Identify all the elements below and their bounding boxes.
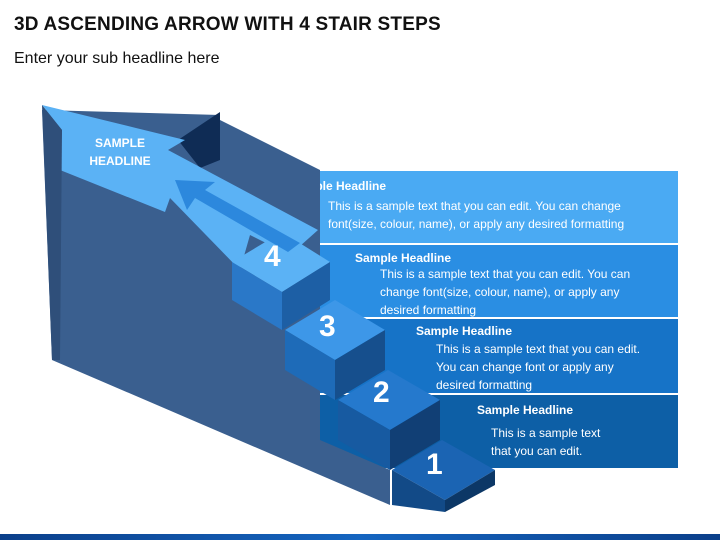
- stair-step-4-top: [232, 232, 330, 292]
- step-1-text-line: This is a sample text: [491, 426, 601, 440]
- step-3-text-line: desired formatting: [380, 303, 477, 317]
- bottom-bar: [0, 534, 720, 540]
- arrow-headline-line: SAMPLE: [94, 136, 145, 150]
- page-title: 3D ASCENDING ARROW WITH 4 STAIR STEPS: [14, 14, 441, 35]
- step-3-panel: Sample Headline This is a sample text th…: [320, 245, 678, 317]
- stair-step-1-top: [392, 440, 495, 500]
- small-arrow-icon: [175, 180, 300, 252]
- step-4-number: 4: [264, 240, 281, 273]
- step-2-headline: Sample Headline: [416, 324, 513, 338]
- step-3-headline: Sample Headline: [355, 251, 452, 265]
- step-2-text-line: desired formatting: [436, 378, 533, 392]
- arrow-headline-line: HEADLINE: [89, 154, 151, 168]
- step-2-text-line: You can change font or apply any: [436, 360, 614, 374]
- step-1-headline: Sample Headline: [477, 403, 574, 417]
- page-subtitle: Enter your sub headline here: [14, 50, 220, 67]
- step-2-number: 2: [373, 376, 390, 409]
- arrow-head-back: [178, 112, 220, 168]
- step-2-text-line: This is a sample text that you can edit.: [436, 342, 641, 356]
- stair-step-3-front: [285, 330, 335, 400]
- step-3-text-line: change font(size, colour, name), or appl…: [380, 285, 620, 299]
- stair-step-2-front: [338, 400, 390, 470]
- step-4-text-line: font(size, colour, name), or apply any d…: [328, 217, 625, 231]
- stair-step-4-front: [232, 262, 282, 330]
- step-1-text-line: that you can edit.: [491, 444, 583, 458]
- step-3-number: 3: [319, 310, 336, 343]
- step-4-panel: Sample Headline This is a sample text th…: [290, 171, 678, 243]
- stair-step-1-front: [392, 470, 445, 512]
- stair-step-2-top: [338, 370, 440, 430]
- arrow-headline: SAMPLE HEADLINE: [70, 134, 170, 170]
- step-1-number: 1: [426, 448, 443, 481]
- step-3-text-line: This is a sample text that you can edit.…: [380, 267, 631, 281]
- step-4-text-line: This is a sample text that you can edit.…: [328, 199, 621, 213]
- arrow-side-face: [42, 110, 390, 505]
